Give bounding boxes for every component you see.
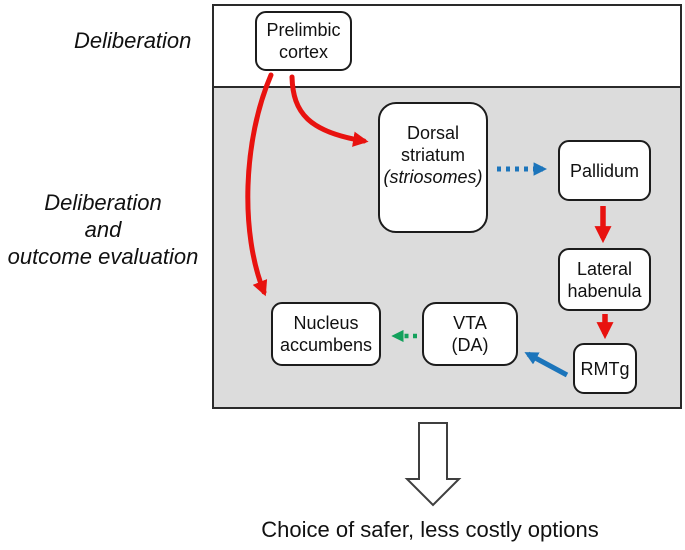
node-rmtg: RMTg — [573, 343, 637, 394]
node-label-line: (DA) — [451, 335, 489, 355]
node-label-line: Lateral — [576, 258, 633, 279]
node-label-line: accumbens — [279, 335, 373, 355]
section-label-deliberation: Deliberation — [74, 27, 191, 54]
node-prelimbic-cortex: Prelimbic cortex — [255, 11, 352, 71]
section-label-line: Deliberation — [44, 190, 162, 215]
node-nucleus-accumbens: Nucleus accumbens — [271, 302, 381, 366]
section-label-line: Deliberation — [74, 28, 192, 53]
node-label-line: cortex — [278, 42, 329, 62]
node-label-line: Prelimbic — [266, 20, 341, 40]
node-label-line: Nucleus — [293, 313, 359, 333]
node-label-line: Dorsal — [406, 123, 459, 143]
node-dorsal-striatum: Dorsal striatum (striosomes) — [378, 102, 488, 233]
section-label-line: and — [84, 217, 122, 242]
section-label-deliberation-outcome: Deliberation and outcome evaluation — [0, 189, 206, 270]
node-pallidum: Pallidum — [558, 140, 651, 201]
node-label-line: VTA — [453, 313, 487, 333]
node-label-line: RMTg — [580, 358, 630, 379]
node-label-line: habenula — [567, 280, 642, 301]
node-label-line: (striosomes) — [383, 167, 483, 187]
section-label-line: outcome evaluation — [7, 244, 199, 269]
node-lateral-habenula: Lateral habenula — [558, 248, 651, 311]
node-label-line: striatum — [400, 145, 465, 165]
node-label-line: Pallidum — [569, 160, 640, 181]
node-vta: VTA (DA) — [422, 302, 518, 366]
caption-text: Choice of safer, less costly options — [261, 517, 599, 542]
big-down-arrow-icon — [404, 422, 462, 507]
